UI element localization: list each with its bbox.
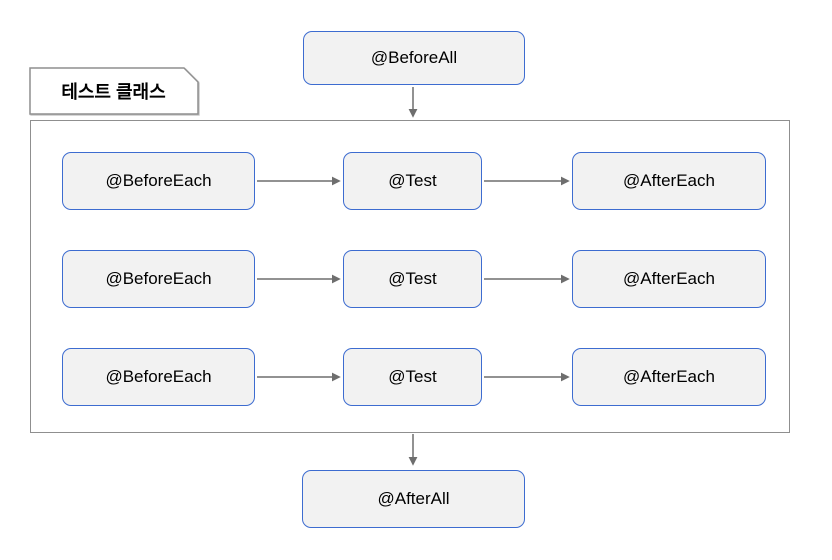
- test-class-frame: [30, 120, 790, 433]
- node-aftereach-1: @AfterEach: [572, 152, 766, 210]
- node-test-3: @Test: [343, 348, 482, 406]
- test-class-tab: 테스트 클래스: [29, 67, 200, 116]
- test-class-tab-shape: [29, 67, 199, 115]
- node-beforeeach-3: @BeforeEach: [62, 348, 255, 406]
- node-aftereach-3: @AfterEach: [572, 348, 766, 406]
- node-aftereach-2: @AfterEach: [572, 250, 766, 308]
- node-beforeeach-2: @BeforeEach: [62, 250, 255, 308]
- test-class-label: 테스트 클래스: [61, 81, 166, 102]
- node-beforeall: @BeforeAll: [303, 31, 525, 85]
- node-afterall: @AfterAll: [302, 470, 525, 528]
- node-test-1: @Test: [343, 152, 482, 210]
- node-test-2: @Test: [343, 250, 482, 308]
- node-beforeeach-1: @BeforeEach: [62, 152, 255, 210]
